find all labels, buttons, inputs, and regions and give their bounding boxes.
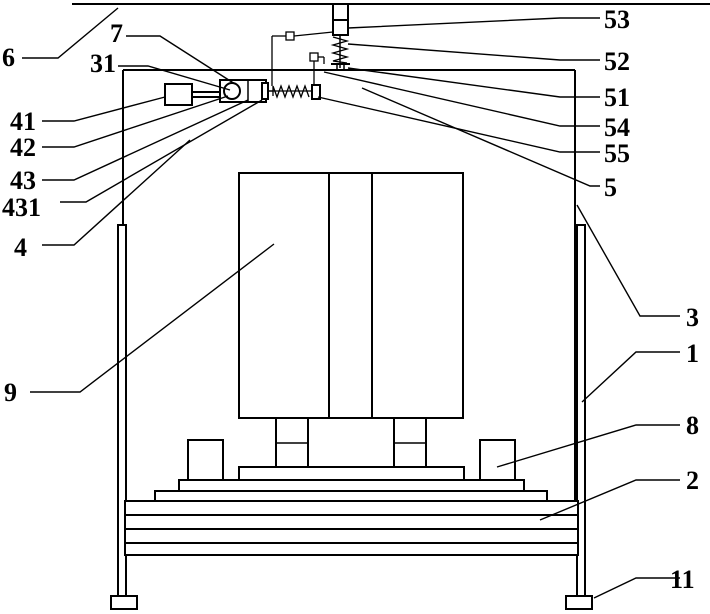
latch-mechanism xyxy=(165,80,268,105)
label-42: 42 xyxy=(10,133,36,162)
label-54: 54 xyxy=(604,113,630,142)
label-55: 55 xyxy=(604,139,630,168)
label-53: 53 xyxy=(604,5,630,34)
label-41: 41 xyxy=(10,107,36,136)
label-52: 52 xyxy=(604,47,630,76)
label-4: 4 xyxy=(14,233,27,262)
label-2: 2 xyxy=(686,466,699,495)
label-3: 3 xyxy=(686,303,699,332)
vertical-spring xyxy=(272,20,350,86)
label-7: 7 xyxy=(110,19,123,48)
cabinet xyxy=(239,173,463,418)
label-31: 31 xyxy=(90,49,116,78)
label-11: 11 xyxy=(670,565,695,594)
label-43: 43 xyxy=(10,166,36,195)
label-1: 1 xyxy=(686,339,699,368)
label-51: 51 xyxy=(604,83,630,112)
cabinet-pillars xyxy=(276,418,426,467)
label-9: 9 xyxy=(4,378,17,407)
label-5: 5 xyxy=(604,173,617,202)
label-431: 431 xyxy=(2,193,41,222)
horizontal-spring xyxy=(268,85,320,99)
label-6: 6 xyxy=(2,43,15,72)
label-8: 8 xyxy=(686,411,699,440)
